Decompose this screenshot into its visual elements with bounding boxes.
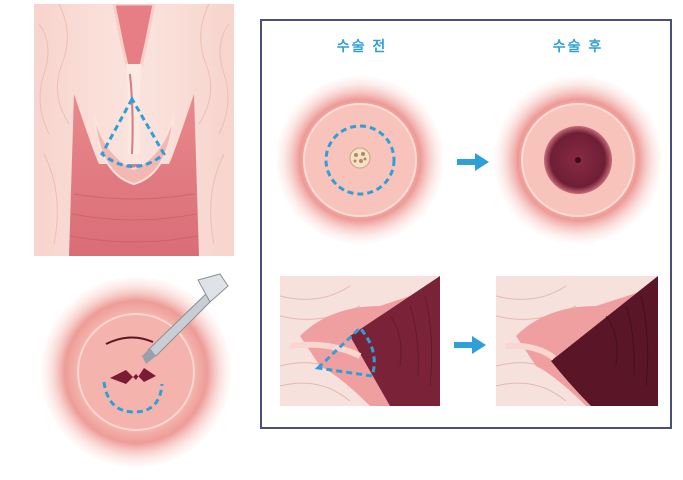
sagittal-before: [280, 276, 440, 406]
lesion: [349, 147, 371, 169]
uterus-cross-section: [34, 4, 234, 256]
excision-cone-outline: [314, 325, 376, 378]
arrow-right-icon: [452, 335, 488, 355]
label-after: 수술 후: [552, 38, 604, 54]
lesion-outline: [324, 124, 396, 196]
cervix-before: [275, 75, 445, 245]
excision-ring-outline: [102, 381, 164, 414]
label-before: 수술 전: [336, 38, 388, 54]
arrow-right-icon: [455, 152, 491, 172]
cervix-with-scalpel: [38, 272, 234, 468]
sagittal-after: [496, 276, 658, 406]
excision-cone-outline: [100, 95, 166, 168]
comparison-frame: [260, 19, 672, 429]
scalpel-icon: [142, 273, 229, 364]
cervix-after: [493, 75, 663, 245]
